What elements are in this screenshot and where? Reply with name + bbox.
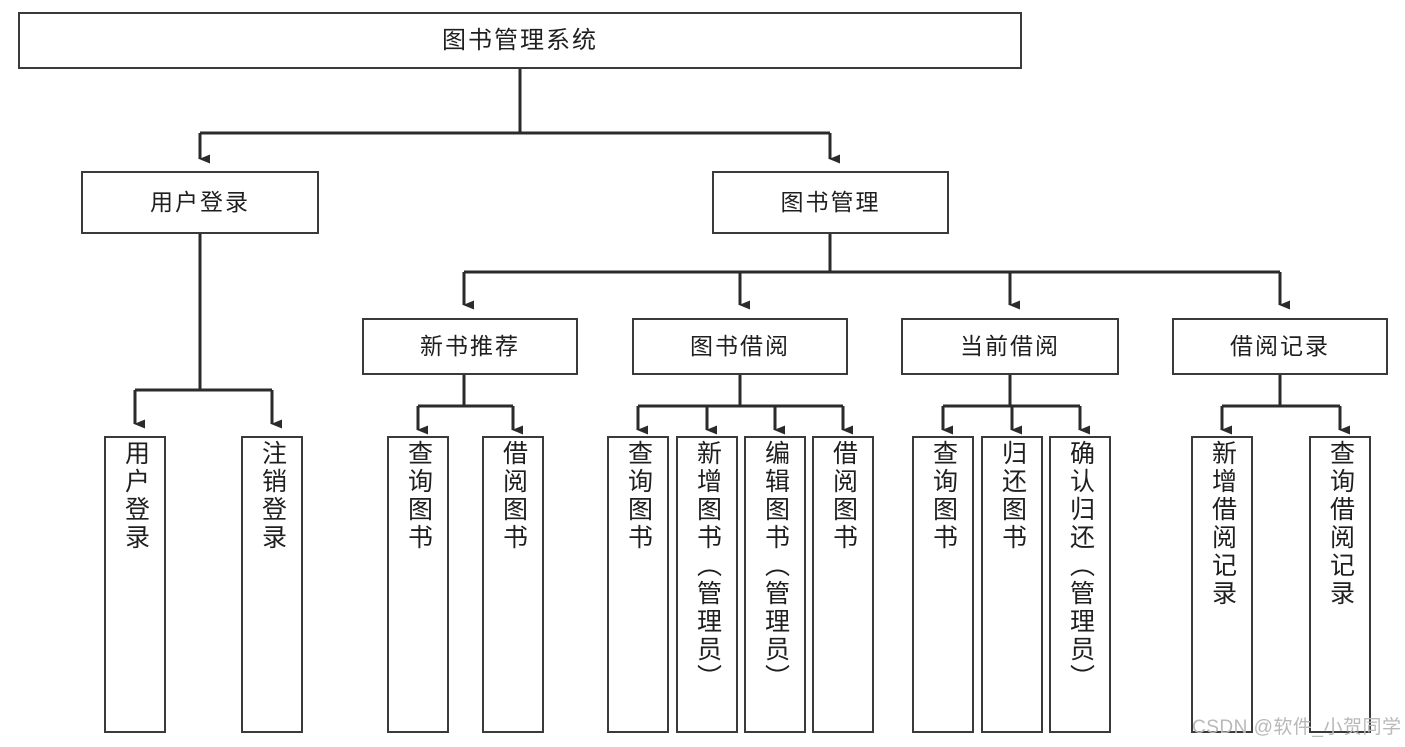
node-label: 借阅记录: [1230, 333, 1330, 360]
leaf-book-borrow-edit-admin[interactable]: 编辑图书（管理员）: [744, 436, 806, 733]
leaf-current-borrow-confirm-return-admin[interactable]: 确认归还（管理员）: [1049, 436, 1111, 733]
node-label: 新增图书（管理员）: [693, 440, 722, 692]
node-label: 用户登录: [150, 189, 250, 216]
node-user-login[interactable]: 用户登录: [81, 171, 319, 234]
node-label: 查询图书: [929, 440, 958, 552]
leaf-current-borrow-return[interactable]: 归还图书: [981, 436, 1043, 733]
node-current-borrow[interactable]: 当前借阅: [901, 318, 1119, 375]
leaf-borrow-record-query[interactable]: 查询借阅记录: [1309, 436, 1371, 733]
leaf-borrow-record-add[interactable]: 新增借阅记录: [1191, 436, 1253, 733]
node-label: 借阅图书: [829, 440, 858, 552]
node-label: 归还图书: [998, 440, 1027, 552]
node-label: 确认归还（管理员）: [1066, 440, 1095, 692]
node-label: 查询借阅记录: [1326, 440, 1355, 608]
node-label: 编辑图书（管理员）: [761, 440, 790, 692]
csdn-watermark: CSDN @软件_小贺同学: [1192, 717, 1402, 738]
node-label: 图书借阅: [690, 333, 790, 360]
leaf-user-login-logout[interactable]: 注销登录: [241, 436, 303, 733]
leaf-new-book-query[interactable]: 查询图书: [387, 436, 449, 733]
node-label: 当前借阅: [960, 333, 1060, 360]
node-label: 图书管理: [780, 189, 881, 216]
leaf-book-borrow-borrow[interactable]: 借阅图书: [812, 436, 874, 733]
node-label: 注销登录: [258, 440, 287, 552]
node-label: 查询图书: [404, 440, 433, 552]
node-label: 图书管理系统: [442, 26, 598, 54]
node-label: 新书推荐: [420, 333, 520, 360]
leaf-current-borrow-query[interactable]: 查询图书: [912, 436, 974, 733]
node-label: 新增借阅记录: [1208, 440, 1237, 608]
node-root-book-management-system[interactable]: 图书管理系统: [18, 12, 1022, 69]
node-book-borrow[interactable]: 图书借阅: [632, 318, 848, 375]
node-label: 借阅图书: [499, 440, 528, 552]
node-book-management[interactable]: 图书管理: [712, 171, 949, 234]
leaf-user-login-login[interactable]: 用户登录: [104, 436, 166, 733]
node-new-book-recommendation[interactable]: 新书推荐: [362, 318, 578, 375]
leaf-book-borrow-add-admin[interactable]: 新增图书（管理员）: [676, 436, 738, 733]
node-label: 用户登录: [121, 440, 150, 552]
node-label: 查询图书: [624, 440, 653, 552]
leaf-new-book-borrow[interactable]: 借阅图书: [482, 436, 544, 733]
node-borrow-record[interactable]: 借阅记录: [1172, 318, 1388, 375]
leaf-book-borrow-query[interactable]: 查询图书: [607, 436, 669, 733]
